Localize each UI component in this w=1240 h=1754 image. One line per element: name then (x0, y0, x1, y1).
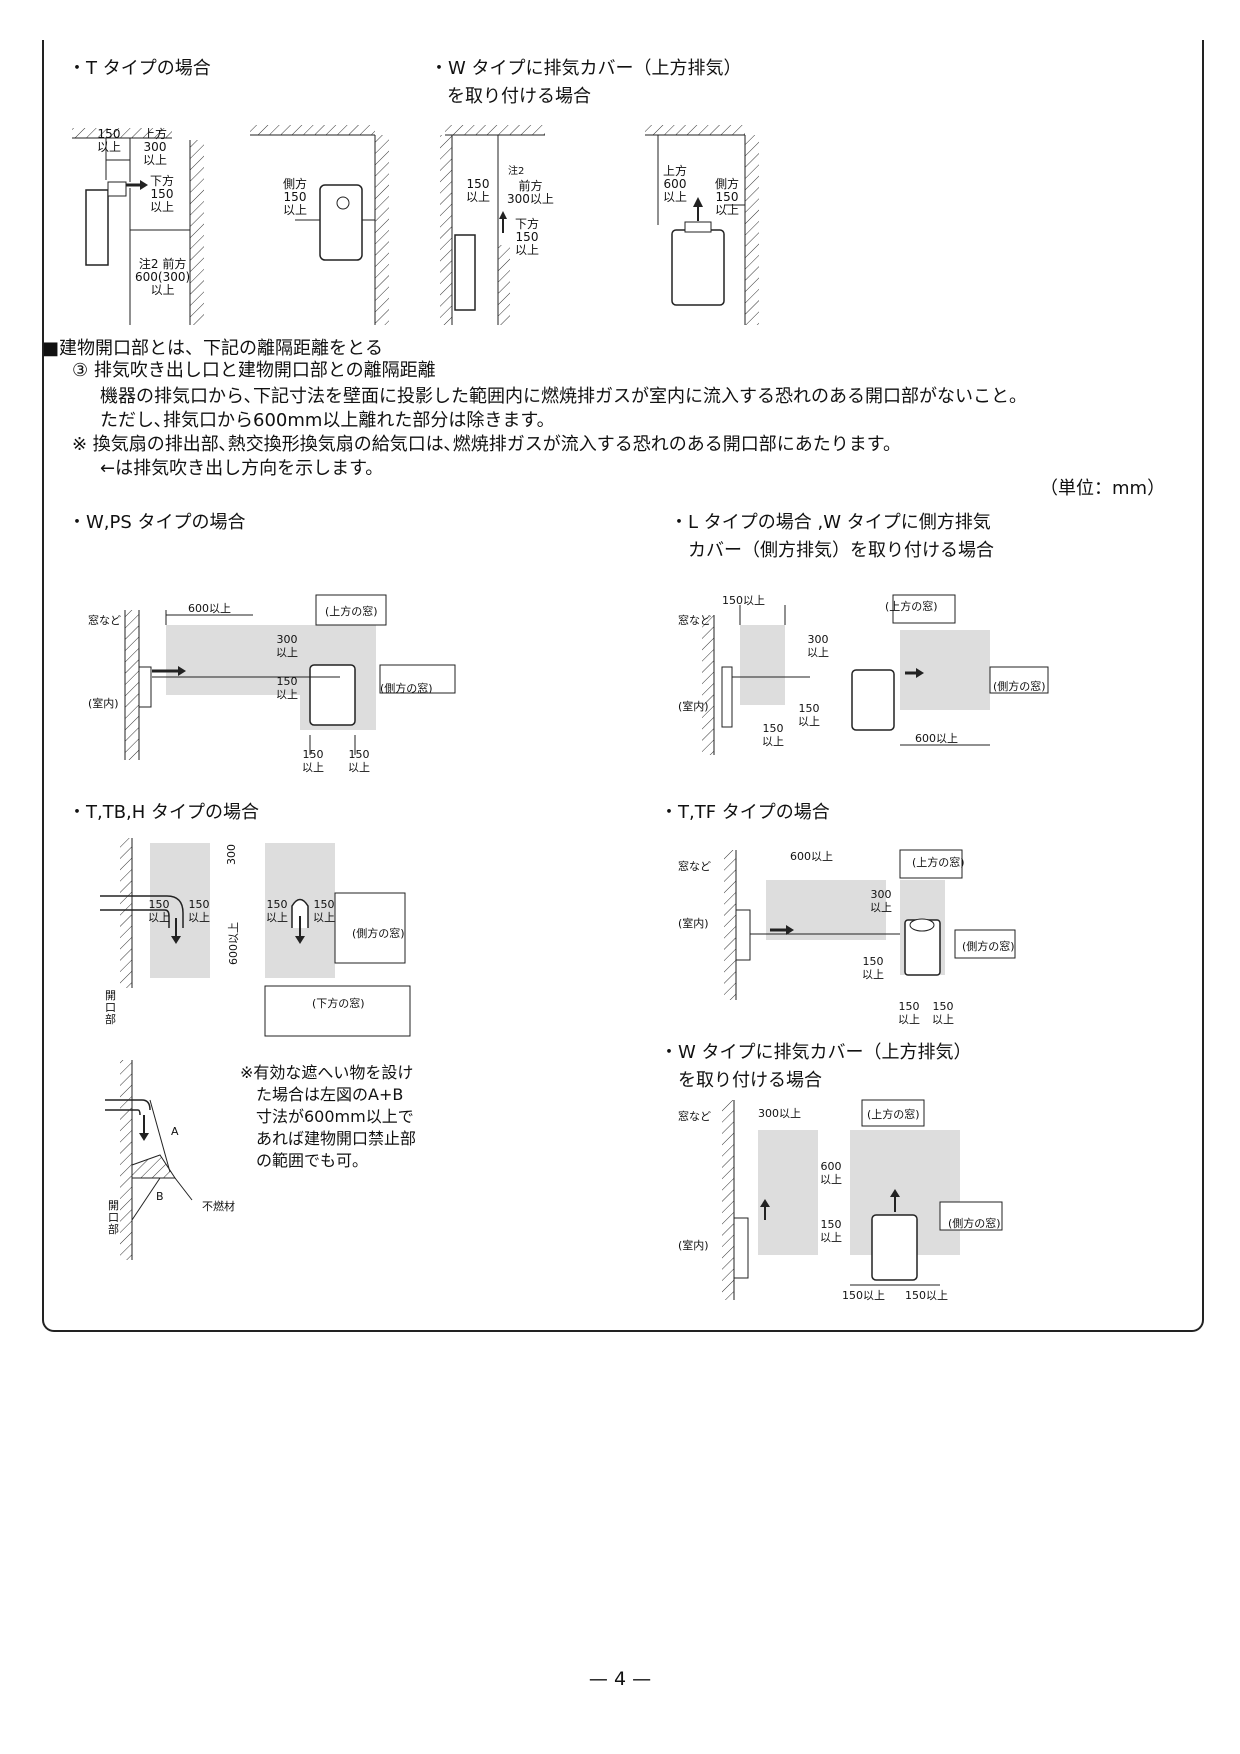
item-3: ③ 排気吹き出し口と建物開口部との離隔距離 (72, 360, 436, 381)
arrow-note: ←は排気吹き出し方向を示します。 (100, 458, 384, 479)
heading-w-cover-b: ・W タイプに排気カバー（上方排気） (660, 1042, 972, 1063)
label-upper-window-l: (上方の窓) (885, 600, 938, 613)
label-lower-window: (下方の窓) (312, 997, 365, 1010)
section-title: ■建物開口部とは、下記の離隔距離をとる (42, 338, 384, 359)
label-opening-2: 開口部 (108, 1199, 119, 1236)
dim-150-l-top: 150以上 (722, 594, 765, 607)
label-a: A (171, 1125, 179, 1138)
shield-note: ※有効な遮へい物を設け た場合は左図のA+B 寸法が600mm以上で あれば建物… (240, 1063, 417, 1170)
dim-600-wps: 600以上 (188, 602, 231, 615)
dim-600-t: 600以上 (227, 922, 240, 965)
label-side-window-l: (側方の窓) (993, 680, 1046, 693)
label-side-window-tf: (側方の窓) (962, 940, 1015, 953)
label-indoor: (室内) (88, 697, 119, 710)
unit-label: （単位：mm） (1040, 478, 1166, 499)
w-ps-diagram (124, 594, 456, 760)
dim-600-tf: 600以上 (790, 850, 833, 863)
heading-w-cover-up-2: を取り付ける場合 (447, 86, 591, 107)
label-upper-window-wb: (上方の窓) (867, 1108, 920, 1121)
content-frame (42, 40, 1204, 1332)
t-tb-h-diagram (100, 838, 411, 1037)
label-indoor-wb: (室内) (678, 1239, 709, 1252)
label-window-etc-l: 窓など (678, 614, 711, 627)
label-window-etc-tf: 窓など (678, 860, 711, 873)
label-indoor-tf: (室内) (678, 917, 709, 930)
label-nonflammable: 不燃材 (202, 1200, 235, 1213)
label-side-window-t: (側方の窓) (352, 927, 405, 940)
label-upper-window-tf: (上方の窓) (912, 856, 965, 869)
body-note: ※ 換気扇の排出部､熱交換形換気扇の給気口は､燃焼排ガスが流入する恐れのある開口… (72, 434, 901, 455)
body-line-2: ただし､排気口から600mm以上離れた部分は除きます。 (100, 410, 555, 431)
t-type-side-figure (72, 128, 204, 325)
dim-300-t: 300 (225, 844, 238, 865)
w-cover-side-figure (440, 125, 545, 325)
l-type-diagram (702, 594, 1049, 755)
page-number: — 4 — (588, 1668, 652, 1690)
dim-600-l: 600以上 (915, 732, 958, 745)
label-b: B (156, 1190, 164, 1203)
t-type-front-figure (250, 125, 389, 325)
w-cover-bottom-diagram (722, 1099, 1003, 1300)
label-indoor-l: (室内) (678, 700, 709, 713)
t-tf-diagram (724, 849, 1016, 1000)
heading-w-cover-up: ・W タイプに排気カバー（上方排気） (430, 58, 742, 79)
shield-diagram (105, 1060, 193, 1260)
note-2: 注2 (508, 166, 525, 177)
label-side-window-wb: (側方の窓) (948, 1217, 1001, 1230)
dim-150-wb-b1: 150以上 (842, 1289, 885, 1302)
label-opening: 開口部 (105, 989, 116, 1026)
label-side-window: (側方の窓) (380, 682, 433, 695)
label-window-etc: 窓など (88, 614, 121, 627)
w-cover-front-figure (645, 125, 759, 325)
label-upper-window: (上方の窓) (325, 605, 378, 618)
heading-t-tb-h: ・T,TB,H タイプの場合 (68, 802, 260, 823)
heading-t-type: ・T タイプの場合 (68, 58, 211, 79)
body-line-1: 機器の排気口から､下記寸法を壁面に投影した範囲内に燃焼排ガスが室内に流入する恐れ… (100, 386, 1027, 407)
label-window-etc-wb: 窓など (678, 1110, 711, 1123)
dim-300-wb: 300以上 (758, 1107, 801, 1120)
dim-150-wb-b2: 150以上 (905, 1289, 948, 1302)
heading-t-tf: ・T,TF タイプの場合 (660, 802, 830, 823)
heading-w-ps: ・W,PS タイプの場合 (68, 512, 246, 533)
heading-l-type: ・L タイプの場合 ,W タイプに側方排気 (670, 512, 991, 533)
heading-l-type-2: カバー（側方排気）を取り付ける場合 (688, 540, 994, 561)
heading-w-cover-b2: を取り付ける場合 (678, 1070, 822, 1091)
